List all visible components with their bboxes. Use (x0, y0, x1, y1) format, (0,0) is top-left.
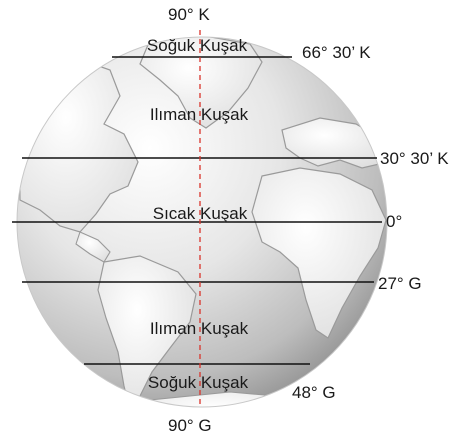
greenland-landmass (139, 37, 263, 129)
africa-landmass (251, 167, 387, 339)
latitude-label-equator: 0° (386, 212, 403, 231)
latitude-label-south-tropic: 27° G (378, 274, 422, 293)
latitude-label-north-tropic: 30° 30’ K (380, 149, 449, 168)
south-pole-label: 90° G (168, 416, 212, 435)
latitude-label-north-polar: 66° 30’ K (302, 43, 371, 62)
latitude-label-south-polar: 48° G (292, 383, 336, 402)
zone-label-hot: Sıcak Kuşak (152, 204, 248, 223)
north-pole-label: 90° K (168, 5, 210, 24)
zone-label-north-temperate: Ilıman Kuşak (149, 105, 249, 124)
zone-label-south-cold: Soğuk Kuşak (147, 373, 249, 392)
zone-label-north-cold: Soğuk Kuşak (146, 36, 248, 55)
south-america-landmass (97, 255, 197, 407)
europe-landmass (281, 117, 387, 169)
zone-label-south-temperate: Ilıman Kuşak (149, 319, 249, 338)
